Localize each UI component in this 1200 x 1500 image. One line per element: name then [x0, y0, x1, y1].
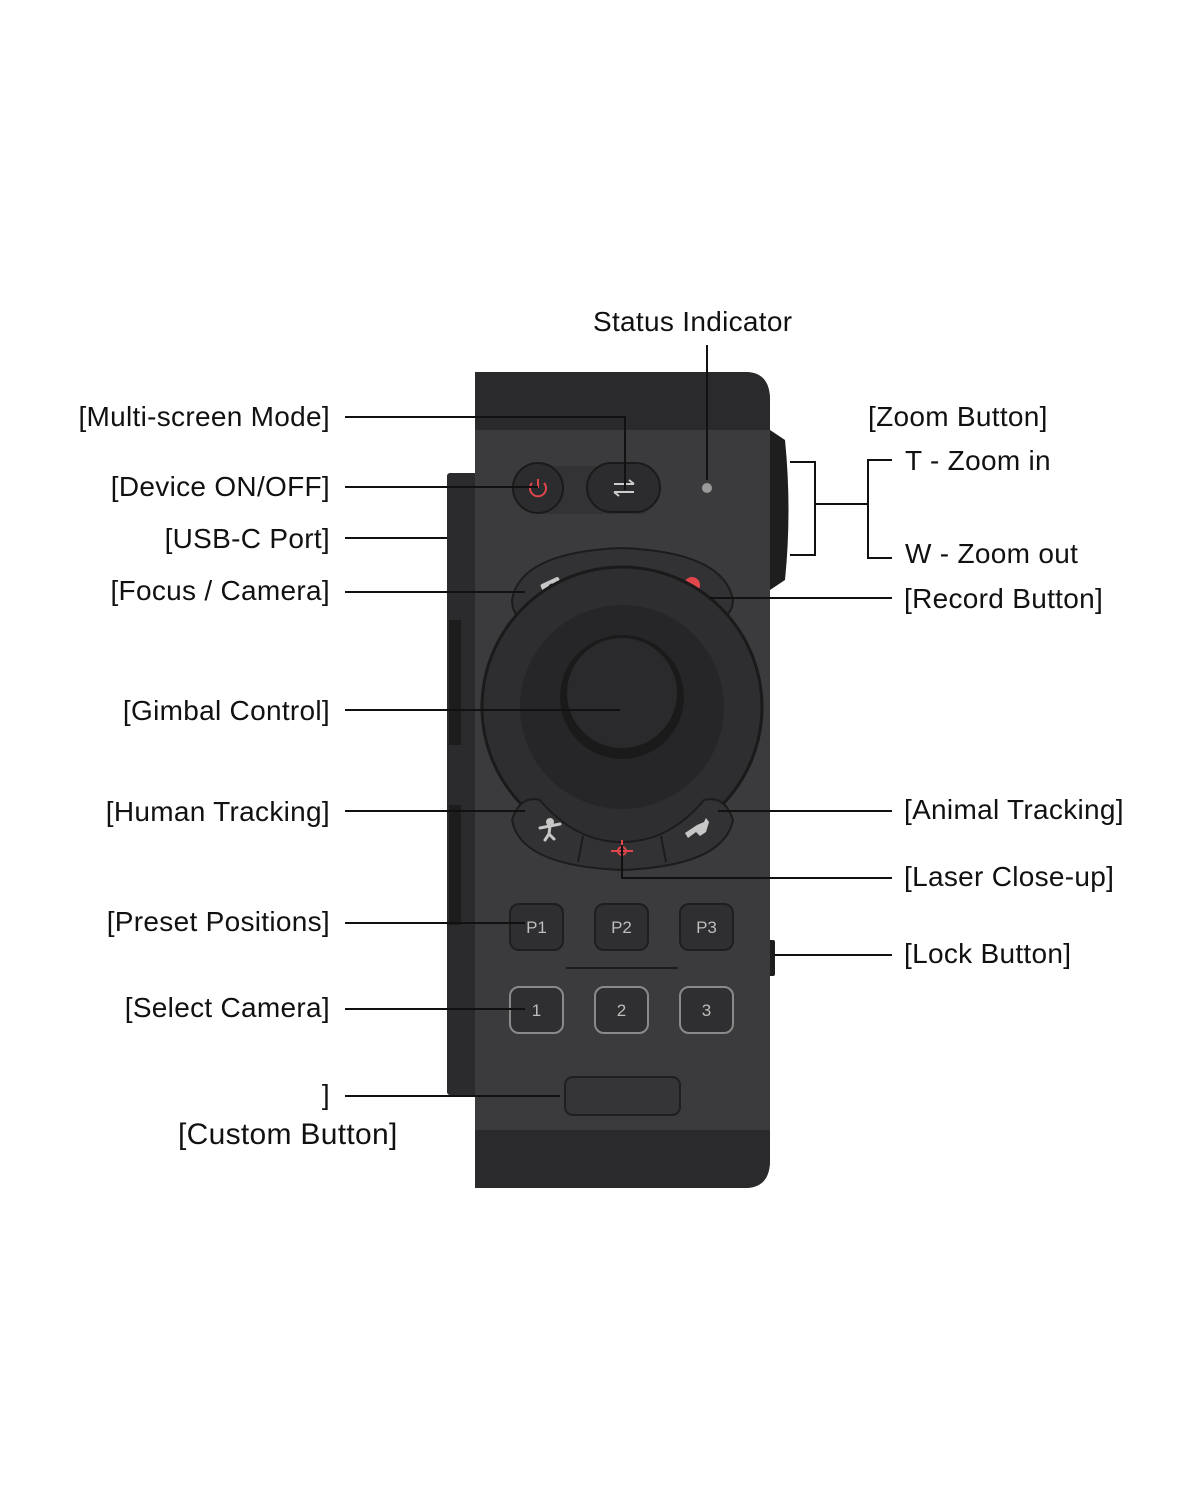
leader-lines [345, 345, 892, 1097]
label-preset-positions: [Preset Positions] [106, 906, 330, 937]
label-device-onoff: [Device ON/OFF] [110, 471, 330, 502]
label-lock-button: [Lock Button] [904, 938, 1072, 969]
preset-button-label: P1 [526, 918, 547, 937]
preset-button-label: P3 [696, 918, 717, 937]
multi-screen-button[interactable] [586, 462, 661, 513]
label-focus-camera: [Focus / Camera] [110, 575, 330, 606]
label-usbc: [USB-C Port] [164, 523, 330, 554]
label-animal-tracking: [Animal Tracking] [904, 794, 1124, 825]
side-rail [447, 473, 479, 1095]
camera-select-button-2[interactable] [594, 986, 649, 1034]
preset-button-label: P2 [611, 918, 632, 937]
zoom-rocker[interactable] [770, 430, 789, 590]
label-record-button: [Record Button] [904, 583, 1104, 614]
label-multi-screen: [Multi-screen Mode] [78, 401, 330, 432]
label-custom-bracket: ] [321, 1079, 330, 1110]
label-status-indicator: Status Indicator [593, 306, 793, 337]
label-zoom-in: T - Zoom in [905, 445, 1051, 476]
label-human-tracking: [Human Tracking] [105, 796, 330, 827]
camera-select-button-label: 2 [617, 1001, 626, 1020]
label-zoom-button: [Zoom Button] [868, 401, 1048, 432]
label-custom-button: [Custom Button] [178, 1118, 398, 1151]
camera-select-button-label: 3 [702, 1001, 711, 1020]
custom-button[interactable] [564, 1076, 681, 1116]
camera-select-button-3[interactable] [679, 986, 734, 1034]
label-zoom-out: W - Zoom out [905, 538, 1079, 569]
preset-button-p3[interactable] [679, 903, 734, 951]
human-icon [538, 818, 562, 842]
camera-select-button-label: 1 [532, 1001, 541, 1020]
status-indicator-led [702, 483, 712, 493]
label-laser-closeup: [Laser Close-up] [904, 861, 1115, 892]
switch-arrows-icon [613, 479, 635, 497]
label-gimbal: [Gimbal Control] [122, 695, 330, 726]
label-select-camera: [Select Camera] [124, 992, 330, 1023]
preset-button-p1[interactable] [509, 903, 564, 951]
bottom-arc-buttons[interactable] [510, 798, 735, 872]
preset-button-p2[interactable] [594, 903, 649, 951]
dog-icon [685, 818, 709, 838]
